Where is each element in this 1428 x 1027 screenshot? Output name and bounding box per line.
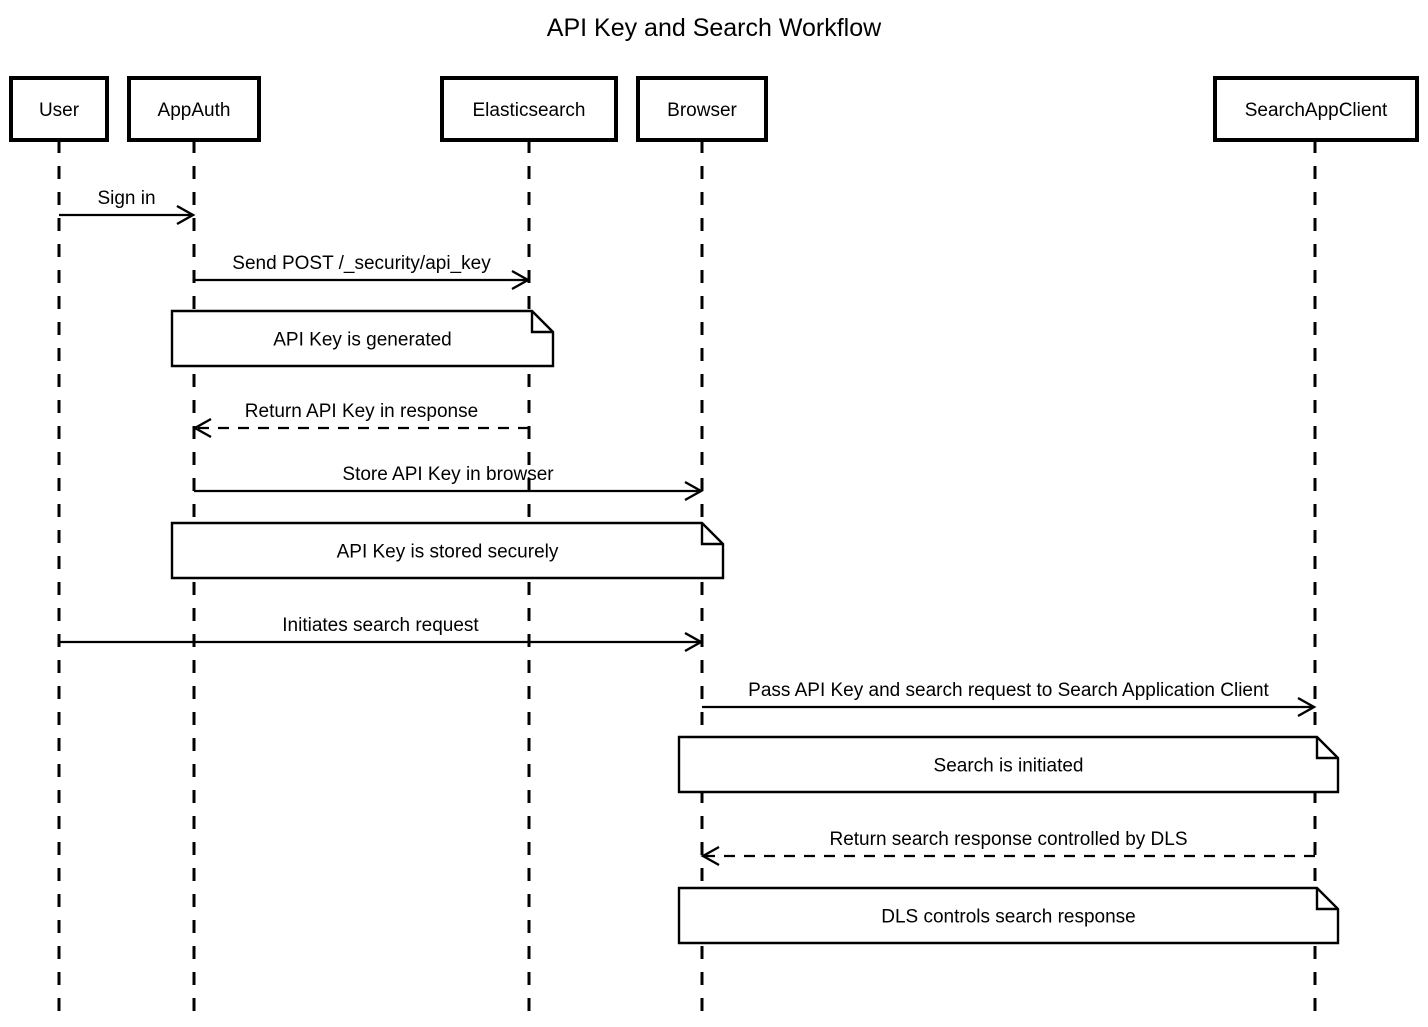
note-fold-n3 bbox=[1315, 737, 1338, 760]
message-m5[interactable]: Initiates search request bbox=[59, 615, 704, 653]
participant-label-browser: Browser bbox=[667, 100, 737, 121]
note-body-n2 bbox=[170, 521, 725, 580]
participant-label-sac: SearchAppClient bbox=[1245, 100, 1388, 121]
message-m4[interactable]: Store API Key in browser bbox=[194, 464, 704, 502]
message-label-m6: Pass API Key and search request to Searc… bbox=[748, 680, 1269, 701]
note-fold-n1 bbox=[530, 311, 553, 334]
participant-box-browser[interactable] bbox=[636, 76, 768, 142]
message-m2[interactable]: Send POST /_security/api_key bbox=[194, 253, 531, 291]
message-m6[interactable]: Pass API Key and search request to Searc… bbox=[702, 680, 1317, 718]
participant-sac[interactable]: SearchAppClient bbox=[1213, 76, 1419, 142]
note-label-n3: Search is initiated bbox=[934, 756, 1084, 777]
note-body-n3 bbox=[677, 735, 1340, 794]
message-label-m7: Return search response controlled by DLS bbox=[829, 829, 1187, 850]
message-label-m4: Store API Key in browser bbox=[342, 464, 554, 485]
message-label-m2: Send POST /_security/api_key bbox=[232, 253, 491, 274]
note-n1: API Key is generated bbox=[170, 309, 555, 368]
note-body-n1 bbox=[170, 309, 555, 368]
message-label-m3: Return API Key in response bbox=[245, 401, 478, 422]
message-m3[interactable]: Return API Key in response bbox=[192, 401, 529, 439]
message-label-m1: Sign in bbox=[97, 188, 155, 209]
message-m7[interactable]: Return search response controlled by DLS bbox=[700, 829, 1315, 867]
arrowhead-m7 bbox=[700, 845, 720, 867]
participant-user[interactable]: User bbox=[9, 76, 109, 142]
participant-box-sac[interactable] bbox=[1213, 76, 1419, 142]
participant-browser[interactable]: Browser bbox=[636, 76, 768, 142]
diagram-title: API Key and Search Workflow bbox=[547, 14, 882, 42]
message-m1[interactable]: Sign in bbox=[59, 188, 196, 226]
participant-es[interactable]: Elasticsearch bbox=[440, 76, 618, 142]
arrowhead-m4 bbox=[684, 480, 704, 502]
arrowhead-m1 bbox=[176, 204, 196, 226]
participants-group: User AppAuth Elasticsearch Browser SearchApp… bbox=[9, 76, 1419, 142]
note-body-n4 bbox=[677, 886, 1340, 945]
note-n2: API Key is stored securely bbox=[170, 521, 725, 580]
participant-box-appauth[interactable] bbox=[127, 76, 261, 142]
arrowhead-m2 bbox=[511, 269, 531, 291]
arrowhead-m3 bbox=[192, 417, 212, 439]
note-n3: Search is initiated bbox=[677, 735, 1340, 794]
note-label-n4: DLS controls search response bbox=[881, 907, 1136, 928]
note-fold-n4 bbox=[1315, 888, 1338, 911]
lifelines-group bbox=[57, 140, 1317, 1020]
participant-box-es[interactable] bbox=[440, 76, 618, 142]
message-label-m5: Initiates search request bbox=[282, 615, 479, 636]
participant-box-user[interactable] bbox=[9, 76, 109, 142]
note-fold-n2 bbox=[700, 523, 723, 546]
note-n4: DLS controls search response bbox=[677, 886, 1340, 945]
participant-label-es: Elasticsearch bbox=[473, 100, 586, 121]
note-label-n2: API Key is stored securely bbox=[337, 542, 559, 563]
arrowhead-m6 bbox=[1297, 696, 1317, 718]
participant-label-appauth: AppAuth bbox=[158, 100, 231, 121]
note-label-n1: API Key is generated bbox=[273, 330, 452, 351]
arrowhead-m5 bbox=[684, 631, 704, 653]
participant-label-user: User bbox=[39, 100, 80, 121]
messages-group: Sign in Send POST /_security/api_keyRetur… bbox=[59, 188, 1317, 867]
participant-appauth[interactable]: AppAuth bbox=[127, 76, 261, 142]
